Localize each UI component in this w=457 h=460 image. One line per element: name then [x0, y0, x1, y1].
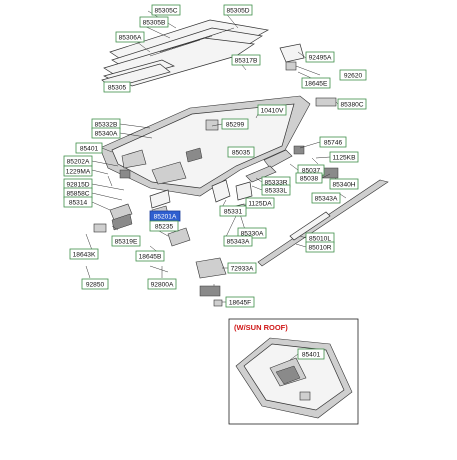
- svg-text:85343A: 85343A: [315, 196, 338, 203]
- svg-text:85201A: 85201A: [154, 214, 177, 221]
- part-tag-85332B[interactable]: 85332B: [91, 118, 121, 130]
- left-side-parts: [93, 169, 191, 247]
- svg-text:85340A: 85340A: [95, 131, 118, 138]
- part-tag-18645E[interactable]: 18645E: [301, 77, 331, 89]
- sunroof-inset: (W/SUN ROOF) 85401: [228, 318, 359, 425]
- svg-text:92495A: 92495A: [309, 55, 332, 62]
- svg-text:85010R: 85010R: [308, 245, 331, 252]
- part-tag-92800A[interactable]: 92800A: [147, 278, 177, 290]
- svg-text:18645F: 18645F: [229, 300, 251, 307]
- part-tag-85305[interactable]: 85305: [103, 81, 131, 93]
- svg-text:85401: 85401: [80, 146, 99, 153]
- svg-text:72933A: 72933A: [231, 266, 254, 273]
- part-tag-85305B[interactable]: 85305B: [139, 16, 169, 28]
- svg-text:85317B: 85317B: [235, 58, 258, 65]
- part-tag-85314[interactable]: 85314: [63, 196, 93, 208]
- svg-text:18645B: 18645B: [139, 254, 162, 261]
- part-tag-85305C[interactable]: 85305C: [151, 4, 181, 16]
- part-tag-85331[interactable]: 85331: [219, 205, 247, 217]
- part-tag-92815D[interactable]: 92815D: [63, 178, 93, 190]
- svg-text:85305B: 85305B: [143, 20, 166, 27]
- svg-text:85343A: 85343A: [227, 239, 250, 246]
- svg-text:85380C: 85380C: [340, 102, 363, 109]
- part-tag-18645B[interactable]: 18645B: [135, 250, 165, 262]
- inset-title: (W/SUN ROOF): [234, 323, 288, 332]
- svg-text:85340H: 85340H: [332, 182, 355, 189]
- part-tag-85035[interactable]: 85035: [227, 146, 255, 158]
- part-tag-72933A[interactable]: 72933A: [227, 262, 257, 274]
- part-tag-85333L[interactable]: 85333L: [261, 184, 291, 196]
- part-tag-92850[interactable]: 92850: [81, 278, 109, 290]
- svg-text:92620: 92620: [344, 73, 363, 80]
- svg-text:85314: 85314: [69, 200, 88, 207]
- svg-text:85332B: 85332B: [95, 122, 118, 129]
- svg-text:1229MA: 1229MA: [66, 169, 91, 176]
- svg-text:85401: 85401: [302, 352, 321, 359]
- part-tag-85235[interactable]: 85235: [149, 220, 179, 232]
- svg-text:92850: 92850: [86, 282, 105, 289]
- part-tag-1125DA[interactable]: 1125DA: [245, 197, 275, 209]
- svg-text:1125KB: 1125KB: [333, 155, 357, 162]
- part-tag-85340A[interactable]: 85340A: [91, 127, 121, 139]
- svg-text:1125DA: 1125DA: [248, 201, 272, 208]
- svg-text:10410V: 10410V: [261, 108, 284, 115]
- part-tag-85343A-right[interactable]: 85343A: [311, 192, 341, 204]
- svg-text:85035: 85035: [232, 150, 251, 157]
- part-tag-85380C[interactable]: 85380C: [337, 98, 367, 110]
- main-headliner: [99, 95, 311, 197]
- svg-text:18645E: 18645E: [305, 81, 328, 88]
- part-tag-85858C[interactable]: 85858C: [63, 187, 93, 199]
- headliner-pads: [101, 19, 270, 89]
- part-tag-85201A[interactable]: 85201A: [149, 210, 181, 222]
- part-tag-85746[interactable]: 85746: [319, 136, 347, 148]
- part-tag-85299[interactable]: 85299: [221, 118, 249, 130]
- part-tag-1229MA[interactable]: 1229MA: [63, 165, 93, 177]
- svg-text:85305C: 85305C: [154, 8, 177, 15]
- svg-text:85010L: 85010L: [309, 236, 331, 243]
- part-tag-92495A[interactable]: 92495A: [305, 51, 335, 63]
- right-side-parts: [195, 43, 389, 307]
- svg-text:85331: 85331: [224, 209, 243, 216]
- svg-text:85038: 85038: [300, 176, 319, 183]
- svg-text:85202A: 85202A: [67, 159, 90, 166]
- part-tag-85319E[interactable]: 85319E: [111, 235, 141, 247]
- part-tag-85305D[interactable]: 85305D: [223, 4, 253, 16]
- part-tag-18643K[interactable]: 18643K: [69, 248, 99, 260]
- svg-text:85037: 85037: [302, 168, 321, 175]
- svg-text:85299: 85299: [226, 122, 245, 129]
- svg-text:92800A: 92800A: [151, 282, 174, 289]
- part-tag-85010R[interactable]: 85010R: [305, 241, 335, 253]
- part-tag-92620[interactable]: 92620: [339, 69, 367, 81]
- svg-text:85333R: 85333R: [264, 180, 287, 187]
- svg-text:85333L: 85333L: [265, 188, 287, 195]
- part-tag-85317B[interactable]: 85317B: [231, 54, 261, 66]
- svg-text:85319E: 85319E: [115, 239, 138, 246]
- svg-text:18643K: 18643K: [73, 252, 96, 259]
- part-tag-18645F[interactable]: 18645F: [225, 296, 255, 308]
- svg-text:85858C: 85858C: [66, 191, 89, 198]
- svg-text:85330A: 85330A: [241, 231, 264, 238]
- part-tag-85343A[interactable]: 85343A: [223, 235, 253, 247]
- svg-text:92815D: 92815D: [66, 182, 89, 189]
- part-tag-85010L[interactable]: 85010L: [305, 232, 335, 244]
- part-tag-10410V[interactable]: 10410V: [257, 104, 287, 116]
- part-tag-85202A[interactable]: 85202A: [63, 155, 93, 167]
- part-tag-85340H[interactable]: 85340H: [329, 178, 359, 190]
- part-tag-85038[interactable]: 85038: [295, 172, 323, 184]
- svg-text:85306A: 85306A: [119, 35, 142, 42]
- svg-text:85746: 85746: [324, 140, 343, 147]
- part-tag-85401[interactable]: 85401: [75, 142, 103, 154]
- svg-text:85235: 85235: [155, 224, 174, 231]
- part-tag-85306A[interactable]: 85306A: [115, 31, 145, 43]
- svg-text:85305: 85305: [108, 85, 127, 92]
- svg-text:85305D: 85305D: [226, 8, 249, 15]
- part-tag-1125KB[interactable]: 1125KB: [329, 151, 359, 163]
- part-tag-85401-inset[interactable]: 85401: [297, 348, 325, 360]
- part-tags: 85305C 85305D 85305B 85306A 85305 85317B…: [63, 4, 367, 308]
